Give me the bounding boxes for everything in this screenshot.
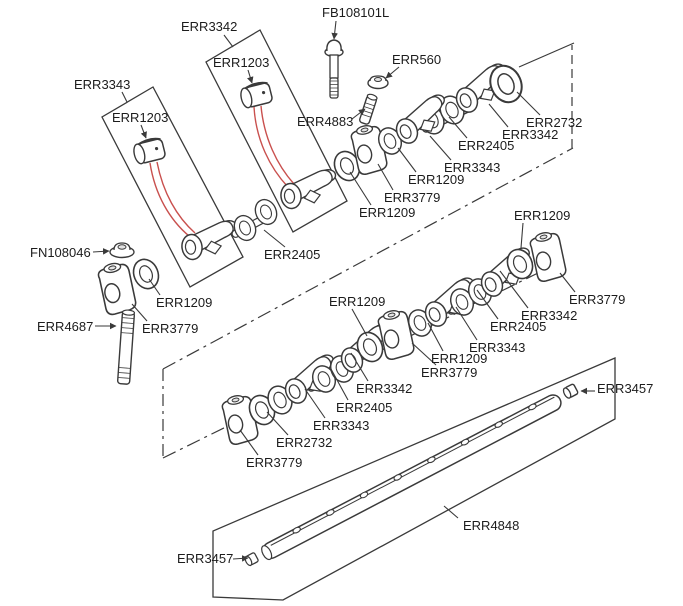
- leader-err4848: [443, 505, 459, 519]
- flange-nut-fn108046: [109, 242, 135, 259]
- leader-err3342-right: [499, 270, 529, 309]
- pillar-err3779-left: [95, 259, 138, 317]
- leader-err3779-mid: [239, 429, 259, 456]
- box-shaft: [212, 357, 616, 601]
- leader-fn108046: [92, 248, 110, 255]
- leader-err3779-upper: [377, 163, 394, 191]
- leader-err1209-left: [148, 278, 161, 296]
- leader-err1203-box1: [140, 124, 147, 139]
- leader-err3342-box2: [223, 34, 234, 48]
- leader-err2405-mid: [330, 368, 349, 401]
- leader-err3779-lowmid: [411, 342, 437, 366]
- washer-err1209-left: [128, 254, 164, 294]
- shaft-oil-holes: [292, 403, 537, 534]
- bush-err1203-left: [130, 135, 168, 166]
- leader-err3343-mid: [304, 388, 326, 419]
- leader-err1209-upper-left: [349, 171, 372, 206]
- red-reference-lines: [149, 105, 295, 237]
- leader-err1209-right: [520, 222, 524, 249]
- stud-err4883: [358, 93, 378, 125]
- bush-err1203-right: [237, 79, 275, 110]
- box-err3342: [205, 29, 348, 233]
- box-err3343: [101, 86, 244, 288]
- leader-err3343-right: [455, 306, 478, 341]
- leader-lines: [92, 20, 595, 562]
- leader-err2405-upper: [448, 116, 468, 139]
- leader-err3779-left: [131, 303, 148, 322]
- plug-err3457-left: [243, 551, 260, 568]
- bolt-fb108101l: [324, 39, 344, 99]
- leader-err3343-box1: [121, 91, 128, 103]
- guide-line-upper: [162, 147, 574, 370]
- leader-err560: [385, 66, 400, 79]
- upper-shaft-assembly: [329, 59, 529, 186]
- leader-err1209-mid: [351, 308, 368, 337]
- leader-err2405-right: [476, 289, 499, 320]
- leader-err2732-mid: [266, 411, 289, 436]
- leader-err3342-mid: [350, 352, 369, 382]
- plug-err3457-right: [561, 382, 580, 400]
- leader-err4883: [351, 108, 366, 120]
- leader-fb108101l: [331, 20, 338, 40]
- leader-err2405-left: [263, 229, 286, 248]
- leader-err3342-upper: [488, 103, 509, 128]
- nut-err560: [367, 75, 389, 90]
- stud-err4687: [117, 309, 136, 385]
- leader-err1203-box2: [247, 69, 254, 84]
- leader-err1209-upper: [397, 147, 417, 173]
- leader-err3343-upper: [429, 135, 452, 161]
- rocker-shaft-err4848: [261, 394, 562, 561]
- leader-err3457-left: [232, 555, 249, 562]
- projection-boxes: [101, 29, 616, 601]
- leader-err3779-right: [559, 272, 576, 293]
- leader-err1209-lowmid: [427, 322, 444, 352]
- guide-line-top-stub: [518, 42, 575, 68]
- leader-err2732-upper: [516, 91, 541, 116]
